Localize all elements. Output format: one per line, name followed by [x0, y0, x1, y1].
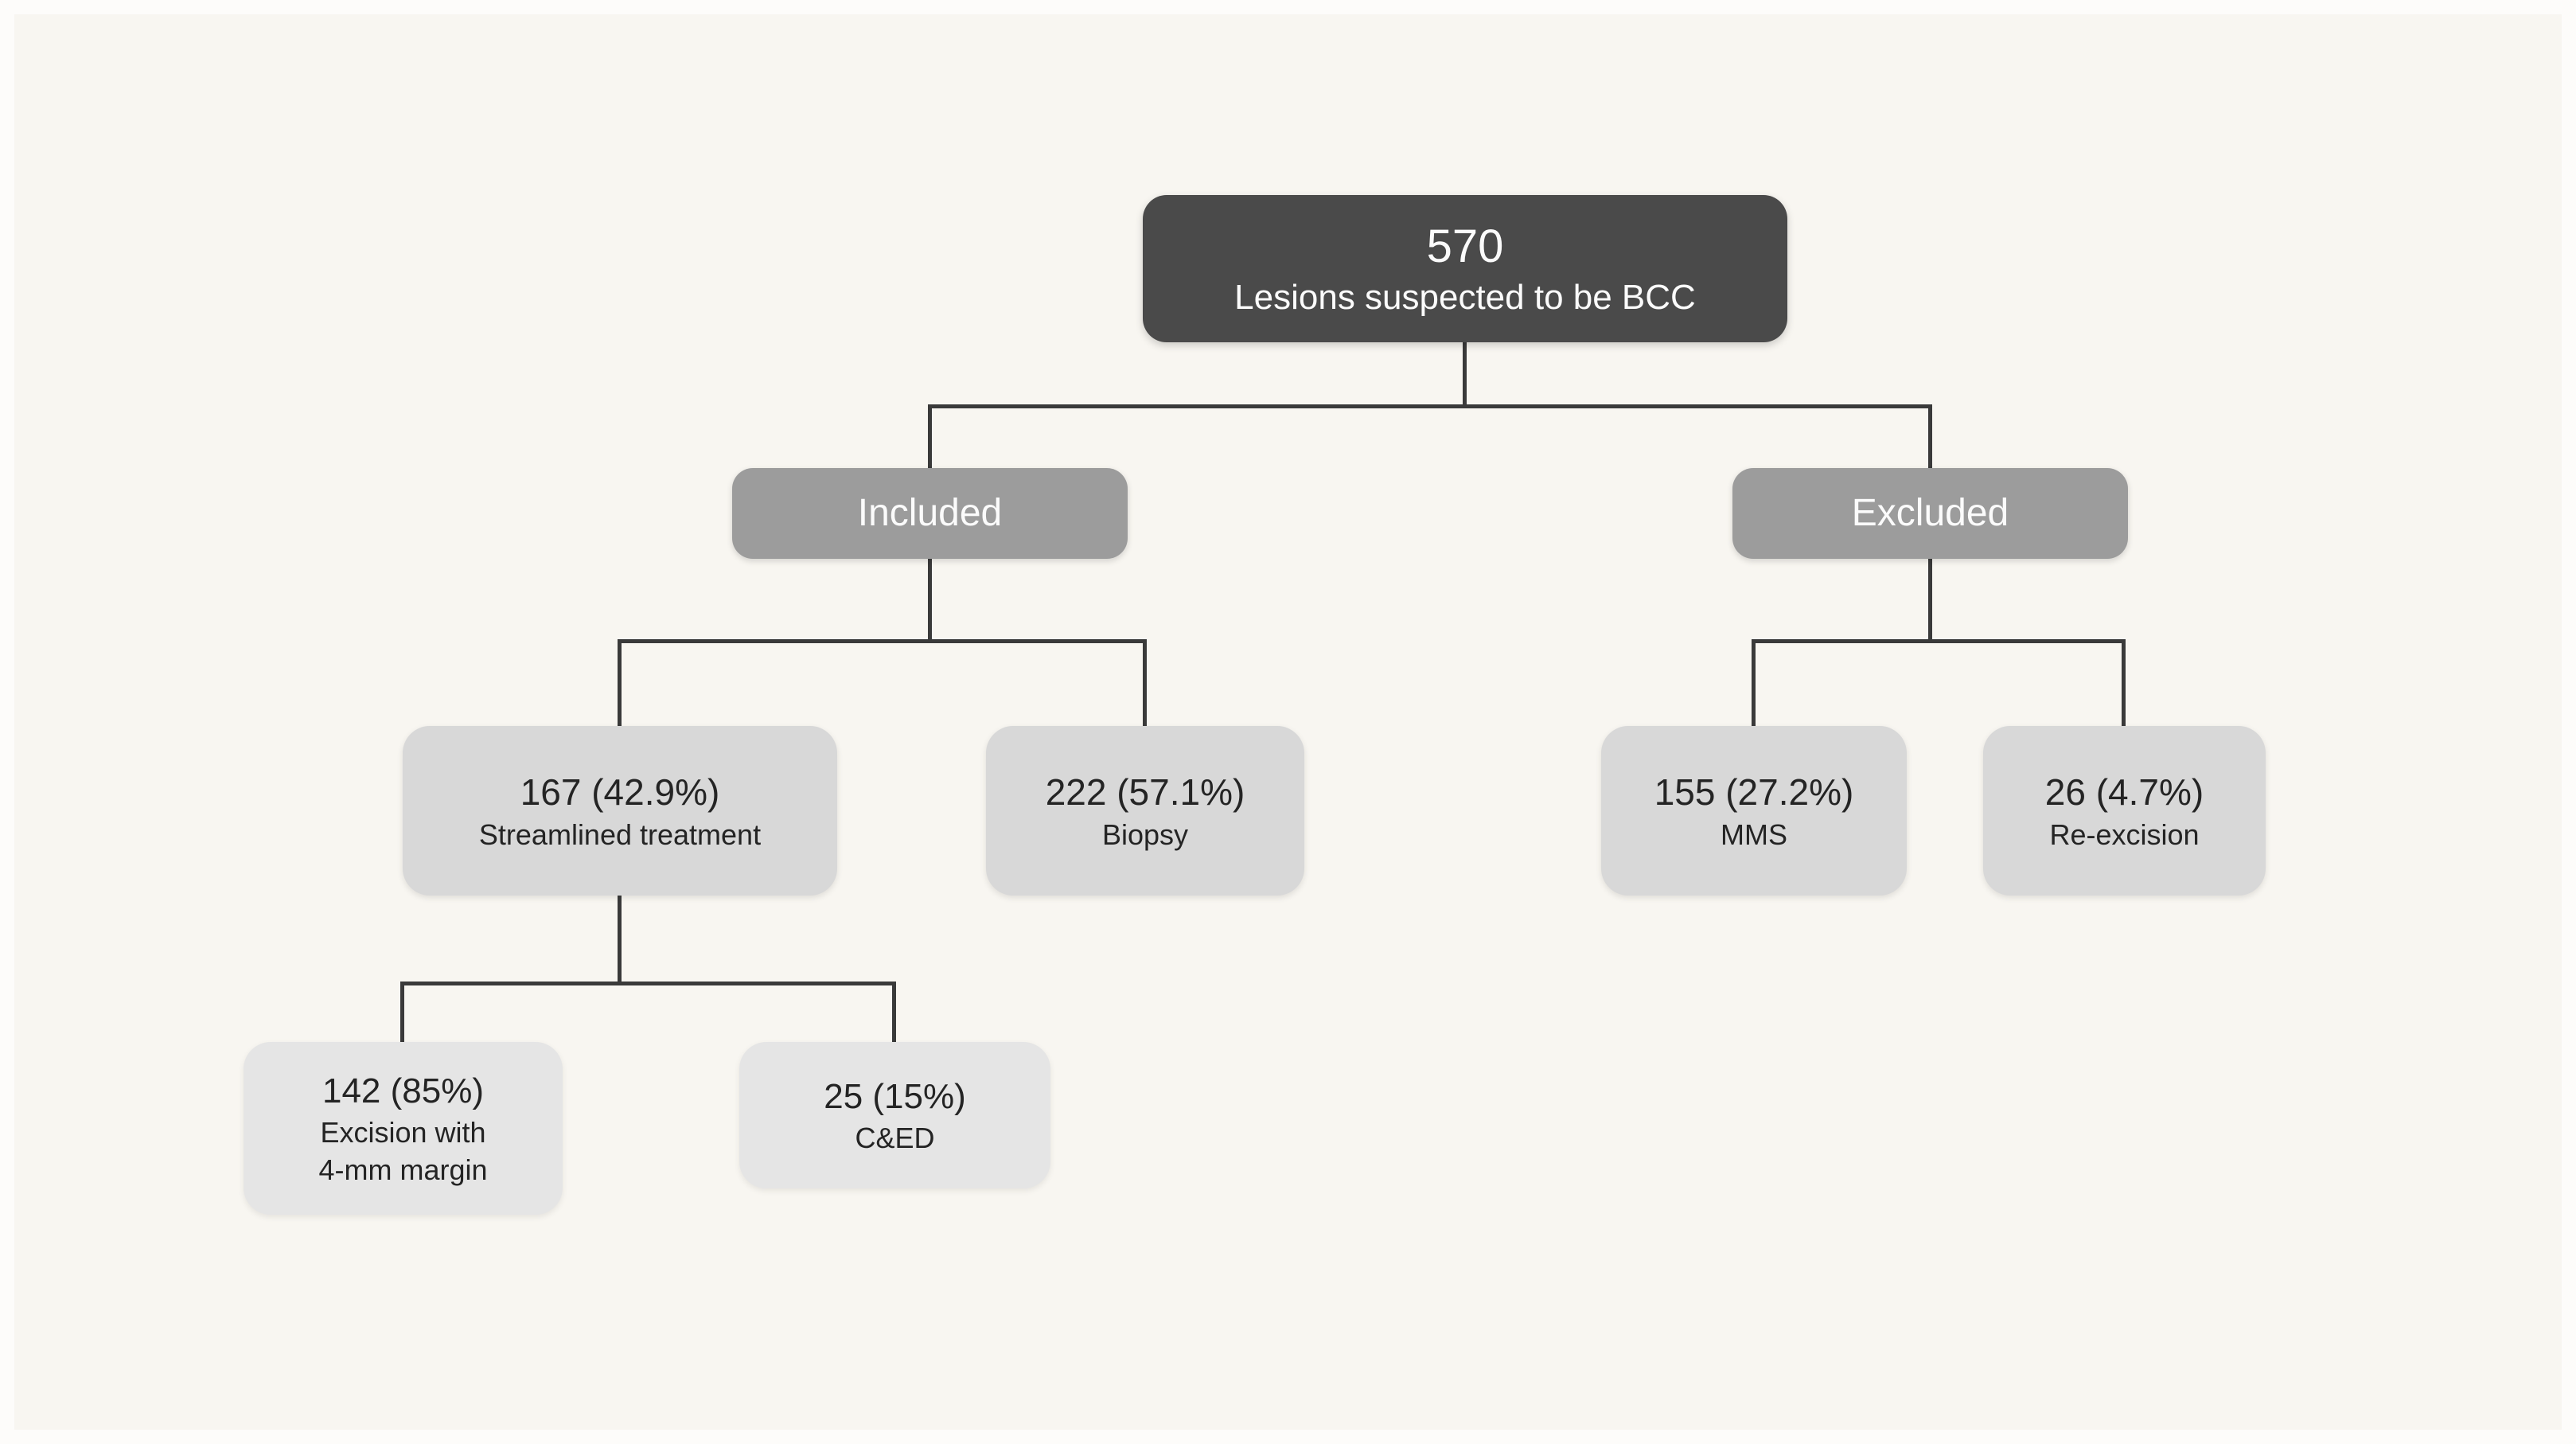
node-biopsy-value: 222 (57.1%) [1045, 771, 1245, 814]
connector-streamlined-bar [400, 982, 896, 985]
connector-root-down [1463, 342, 1467, 408]
node-total-lesions: 570 Lesions suspected to be BCC [1143, 195, 1787, 342]
connector-to-included [928, 404, 932, 468]
node-mms-value: 155 (27.2%) [1654, 771, 1854, 814]
node-excision-label: Excision with 4-mm margin [318, 1116, 488, 1187]
node-re-excision: 26 (4.7%) Re-excision [1983, 726, 2266, 896]
connector-to-streamlined [618, 639, 622, 726]
node-biopsy-label: Biopsy [1101, 818, 1189, 852]
connector-level1-bar [928, 404, 1932, 408]
node-streamlined-value: 167 (42.9%) [520, 771, 720, 814]
node-total-lesions-label: Lesions suspected to be BCC [1234, 278, 1696, 318]
node-excision-value: 142 (85%) [322, 1071, 484, 1110]
connector-included-bar [618, 639, 1147, 643]
connector-excluded-bar [1752, 639, 2126, 643]
connector-to-excluded [1928, 404, 1932, 468]
node-re-excision-label: Re-excision [2049, 818, 2200, 852]
node-biopsy: 222 (57.1%) Biopsy [986, 726, 1304, 896]
connector-excluded-down [1928, 559, 1932, 643]
node-excluded-label: Excluded [1851, 492, 2009, 535]
connector-streamlined-down [618, 896, 622, 985]
node-ced-value: 25 (15%) [824, 1076, 966, 1116]
node-ced: 25 (15%) C&ED [739, 1042, 1050, 1188]
node-ced-label: C&ED [855, 1122, 935, 1155]
node-included: Included [732, 468, 1128, 559]
node-mms: 155 (27.2%) MMS [1601, 726, 1907, 896]
connector-included-down [928, 559, 932, 643]
connector-to-ced [892, 982, 896, 1042]
connector-to-mms [1752, 639, 1756, 726]
node-excluded: Excluded [1732, 468, 2128, 559]
connector-to-reexcision [2122, 639, 2126, 726]
node-mms-label: MMS [1721, 818, 1787, 852]
node-total-lesions-value: 570 [1426, 220, 1504, 272]
node-re-excision-value: 26 (4.7%) [2044, 771, 2204, 814]
node-streamlined-label: Streamlined treatment [478, 818, 762, 852]
connector-to-excision [400, 982, 404, 1042]
node-streamlined-treatment: 167 (42.9%) Streamlined treatment [403, 726, 837, 896]
node-excision-4mm-margin: 142 (85%) Excision with 4-mm margin [244, 1042, 563, 1215]
connector-to-biopsy [1143, 639, 1147, 726]
node-included-label: Included [857, 492, 1003, 535]
